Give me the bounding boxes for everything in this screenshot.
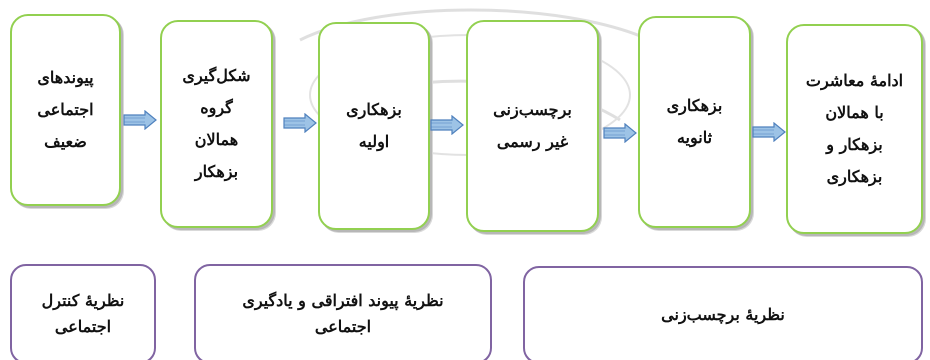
stage-text: شکل‌گیری: [182, 66, 251, 85]
theory-differential-association: نظریهٔ پیوند افتراقی و یادگیری اجتماعی: [194, 264, 492, 360]
stage-text: ثانویه: [676, 128, 713, 147]
stage-text: برچسب‌زنی: [493, 100, 572, 119]
flow-arrow-icon: [430, 115, 464, 135]
stage-text: بزهکاری: [666, 96, 723, 115]
stage-primary-delinquency: بزهکاری اولیه: [318, 22, 430, 230]
stage-text: بزهکار و: [826, 135, 883, 154]
stage-text: ضعیف: [44, 132, 87, 151]
stage-text: گروه: [200, 98, 233, 117]
theory-text: اجتماعی: [314, 317, 372, 336]
theory-text: اجتماعی: [54, 317, 112, 336]
stage-secondary-delinquency: بزهکاری ثانویه: [638, 16, 751, 228]
flow-arrow-icon: [283, 113, 317, 133]
stage-text: پیوندهای: [37, 68, 94, 87]
stage-weak-social-bonds: پیوندهای اجتماعی ضعیف: [10, 14, 121, 206]
flow-arrow-icon: [123, 110, 157, 130]
theory-labeling: نظریهٔ برچسب‌زنی: [523, 266, 923, 360]
stage-delinquent-peer-group: شکل‌گیری گروه همالان بزهکار: [160, 20, 273, 228]
stage-text: بزهکار: [194, 162, 239, 181]
flow-arrow-icon: [752, 122, 786, 142]
stage-text: بزهکاری: [346, 100, 402, 119]
stage-informal-labeling: برچسب‌زنی غیر رسمی: [466, 20, 599, 232]
stage-text: اولیه: [358, 132, 390, 151]
theory-text: نظریهٔ کنترل: [41, 291, 125, 310]
stage-continued-association: ادامهٔ معاشرت با همالان بزهکار و بزهکاری: [786, 24, 923, 234]
flow-arrow-icon: [603, 123, 637, 143]
theory-text: نظریهٔ برچسب‌زنی: [661, 305, 785, 324]
theory-text: نظریهٔ پیوند افتراقی و یادگیری: [242, 291, 444, 310]
stage-text: اجتماعی: [37, 100, 94, 119]
stage-text: بزهکاری: [826, 167, 883, 186]
theory-social-control: نظریهٔ کنترل اجتماعی: [10, 264, 156, 360]
stage-text: با همالان: [825, 103, 884, 122]
stage-text: ادامهٔ معاشرت: [805, 71, 904, 90]
stage-text: غیر رسمی: [496, 132, 569, 151]
stage-text: همالان: [194, 130, 239, 149]
